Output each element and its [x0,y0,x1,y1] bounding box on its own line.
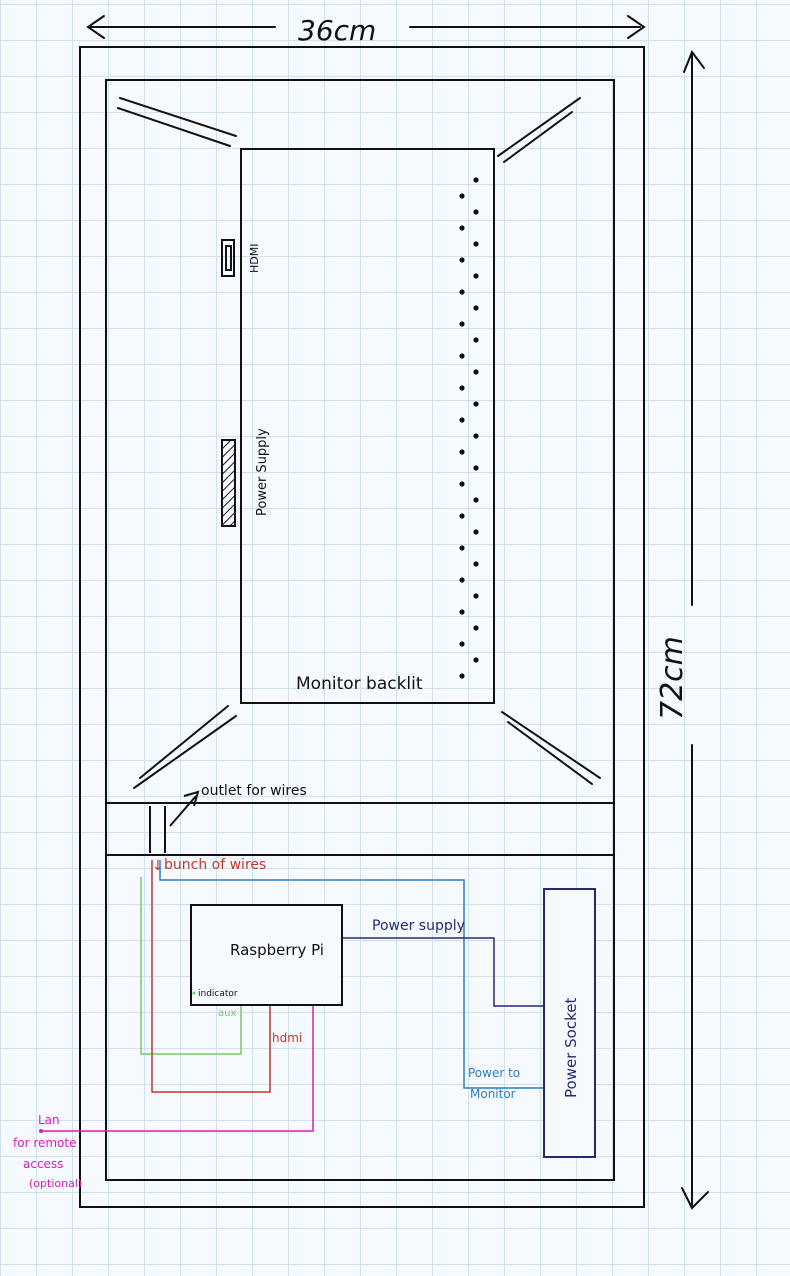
width-dimension [86,15,646,39]
backlight-led-dot [473,369,479,375]
backlight-leds [459,177,479,679]
lan-label: Lan [38,1113,60,1127]
socket-label: Power Socket [562,998,580,1098]
indicator-label: indicator [198,989,238,999]
backlight-led-dot [459,641,465,647]
backlight-led-dot [473,465,479,471]
backlight-led-dot [473,657,479,663]
power-to-label: Power to [468,1066,520,1080]
backlight-led-dot [473,273,479,279]
backlight-led-dot [473,497,479,503]
backlight-led-dot [459,481,465,487]
backlight-led-dot [459,513,465,519]
backlight-led-dot [473,401,479,407]
bunch-label: bunch of wires [164,857,266,873]
wire-outlet [149,790,200,853]
monitor-power-wire [159,860,544,1089]
monitor [240,148,495,704]
outlet-label: outlet for wires [201,783,307,799]
outer-frame [79,46,645,1208]
inner-frame [105,79,615,1181]
power-socket [543,888,596,1158]
raspberry-pi [190,904,343,1006]
bunch-arrow: ↓ [152,858,164,874]
backlight-led-dot [459,609,465,615]
hdmi-wire [151,860,271,1093]
lan-wire [42,1005,314,1132]
backlight-led-dot [473,177,479,183]
backlight-led-dot [473,433,479,439]
backlight-led-dot [459,673,465,679]
backlight-led-dot [459,321,465,327]
remote-label-2: access [23,1157,63,1171]
backlight-led-dot [459,385,465,391]
aux-label: aux [218,1008,236,1019]
hdmi-wire-label: hdmi [272,1031,302,1045]
lan-end-dot [39,1129,43,1133]
backlight-led-dot [459,353,465,359]
backlight-led-dot [473,305,479,311]
indicator-dot [192,991,196,995]
power-port-label: Power Supply [255,428,270,516]
backlight-led-dot [459,545,465,551]
remote-label-1: for remote [13,1136,77,1150]
backlight-led-dot [473,241,479,247]
backlight-led-dot [459,449,465,455]
backlight-led-dot [459,225,465,231]
backlight-led-dot [459,289,465,295]
height-label: 72cm [655,636,690,720]
backlight-led-dot [473,561,479,567]
power-port-icon [221,439,236,527]
backlight-led-dot [459,257,465,263]
optional-label: (optional) [29,1177,82,1190]
backlight-led-dot [473,625,479,631]
width-label: 36cm [298,14,376,47]
monitor-label: Monitor backlit [296,674,423,694]
backlight-led-dot [473,529,479,535]
backlight-led-dot [459,417,465,423]
corner-brackets [117,97,601,789]
pi-power-wire [342,937,544,1007]
backlight-led-dot [459,193,465,199]
aux-wire [140,877,242,1055]
backlight-led-dot [459,577,465,583]
hdmi-port-label: HDMI [248,244,261,273]
pi-label: Raspberry Pi [230,941,324,959]
hdmi-port-icon [221,239,235,277]
backlight-led-dot [473,209,479,215]
monitor-word-label: Monitor [470,1087,516,1101]
power-supply-label: Power supply [372,918,465,934]
backlight-led-dot [473,593,479,599]
height-dimension [681,49,709,1210]
backlight-led-dot [473,337,479,343]
